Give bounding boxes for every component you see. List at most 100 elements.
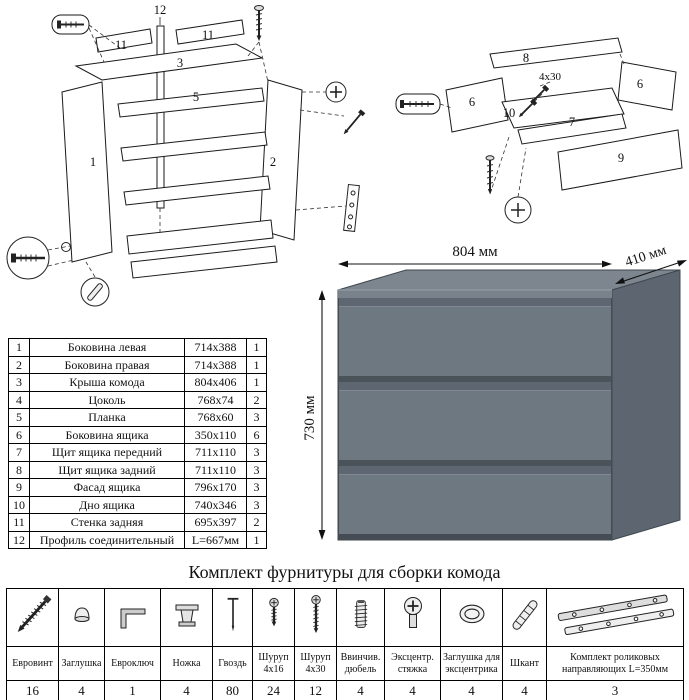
part-name: Планка: [29, 408, 185, 427]
hardware-name: Шуруп 4x16: [252, 646, 295, 681]
table-row: 5 Планка 768x60 3: [8, 408, 267, 427]
label-part-11a: 11: [115, 38, 127, 52]
label-part-6b: 6: [637, 77, 643, 91]
part-number: 10: [8, 495, 30, 514]
label-part-3: 3: [177, 56, 183, 70]
part-number: 2: [8, 355, 30, 374]
width-dimension: 804 мм: [338, 244, 612, 268]
screw-4x30-icon: [518, 84, 550, 118]
cap-icon: [73, 607, 90, 622]
label-part-12: 12: [154, 3, 167, 17]
part-number: 1: [8, 338, 30, 357]
part-size: 695x397: [184, 513, 247, 532]
part-name: Стенка задняя: [29, 513, 185, 532]
plank-top: [117, 87, 265, 118]
screw-4x30-icon: [310, 595, 321, 634]
part-name: Дно ящика: [29, 495, 185, 514]
hardware-qty: 4: [502, 680, 547, 700]
height-dimension: 730 мм: [302, 290, 326, 540]
hardware-names-row: Евровинт Заглушка Евроключ Ножка Гвоздь …: [6, 646, 684, 681]
plank-bottom: [123, 175, 271, 206]
hardware-qty: 80: [212, 680, 253, 700]
part-size: 740x346: [184, 495, 247, 514]
table-row: 12 Профиль соединительный L=667мм 1: [8, 530, 267, 549]
drawer-side-left: [445, 77, 509, 133]
part-number: 8: [8, 460, 30, 479]
dresser-dimension-figure: 804 мм 410 мм 730 мм: [302, 243, 687, 541]
hardware-name: Заглушка: [58, 646, 105, 681]
drawer-front-3: [339, 466, 611, 534]
table-row: 9 Фасад ящика 796x170 3: [8, 478, 267, 497]
table-row: 3 Крыша комода 804x406 1: [8, 373, 267, 392]
drawer-front-shield: [517, 113, 627, 145]
nail-icon: [227, 597, 238, 632]
part-name: Щит ящика передний: [29, 443, 185, 462]
back-wall-panel-right: [175, 19, 245, 45]
hardware-qty: 1: [104, 680, 161, 700]
table-row: 10 Дно ящика 740x346 3: [8, 495, 267, 514]
label-part-9: 9: [618, 151, 624, 165]
hardware-name: Шкант: [502, 646, 547, 681]
dresser-drawers: [338, 298, 612, 540]
part-name: Боковина правая: [29, 355, 185, 374]
drawer-3-chamfer: [339, 466, 611, 474]
part-number: 3: [8, 373, 30, 392]
table-row: 11 Стенка задняя 695x397 2: [8, 513, 267, 532]
table-row: 6 Боковина ящика 350x110 6: [8, 425, 267, 444]
foot-icon: [175, 604, 198, 627]
label-part-1: 1: [90, 155, 96, 169]
part-qty: 3: [246, 495, 267, 514]
part-name: Цоколь: [29, 390, 185, 409]
wooden-dowel-icon: [512, 600, 537, 630]
hex-key-icon: [120, 608, 145, 629]
cabinet-exploded-diagram: 12 11 11 3 5 1 2: [6, 3, 366, 307]
hardware-name: Шуруп 4x30: [294, 646, 337, 681]
part-qty: 3: [246, 460, 267, 479]
hardware-name: Заглушка для эксцентрика: [440, 646, 503, 681]
hardware-qty: 12: [294, 680, 337, 700]
label-part-8: 8: [523, 51, 529, 65]
label-part-5: 5: [193, 90, 199, 104]
part-name: Боковина ящика: [29, 425, 185, 444]
drawer-facade: [557, 129, 683, 191]
hardware-name: Евроключ: [104, 646, 161, 681]
part-name: Профиль соединительный: [29, 530, 185, 549]
part-qty: 1: [246, 355, 267, 374]
table-row: 4 Цоколь 768x74 2: [8, 390, 267, 409]
part-size: 714x388: [184, 338, 247, 357]
height-label: 730 мм: [302, 395, 318, 441]
plank-middle: [120, 131, 268, 162]
part-size: 804x406: [184, 373, 247, 392]
table-row: 2 Боковина правая 714x388 1: [8, 355, 267, 374]
connecting-profile: [156, 25, 165, 209]
label-part-2: 2: [270, 155, 276, 169]
left-side-panel: [61, 81, 113, 263]
part-qty: 1: [246, 530, 267, 549]
label-part-6a: 6: [469, 95, 475, 109]
part-qty: 2: [246, 390, 267, 409]
hardware-qty: 24: [252, 680, 295, 700]
drawer-slides-icon: [557, 594, 675, 636]
part-size: 350x110: [184, 425, 247, 444]
part-name: Фасад ящика: [29, 478, 185, 497]
part-size: 768x60: [184, 408, 247, 427]
part-number: 4: [8, 390, 30, 409]
part-qty: 3: [246, 478, 267, 497]
part-size: 768x74: [184, 390, 247, 409]
part-qty: 1: [246, 373, 267, 392]
dresser-side-face: [611, 269, 681, 541]
screw-callout-pill: [51, 14, 90, 35]
hardware-name: Ввинчив. дюбель: [336, 646, 385, 681]
rail-bracket-icon: [343, 183, 360, 232]
parts-list-table: 1 Боковина левая 714x388 1 2 Боковина пр…: [8, 338, 267, 549]
drawer-bottom: [501, 87, 625, 129]
drawer-front-2: [339, 382, 611, 460]
label-screw-size: 4x30: [539, 71, 562, 83]
width-label: 804 мм: [452, 244, 498, 260]
label-part-11b: 11: [202, 28, 214, 42]
hardware-qty: 4: [160, 680, 213, 700]
dresser-top-edge: [338, 290, 612, 298]
part-size: 711x110: [184, 460, 247, 479]
confirmat-screw-icon: [485, 155, 495, 194]
